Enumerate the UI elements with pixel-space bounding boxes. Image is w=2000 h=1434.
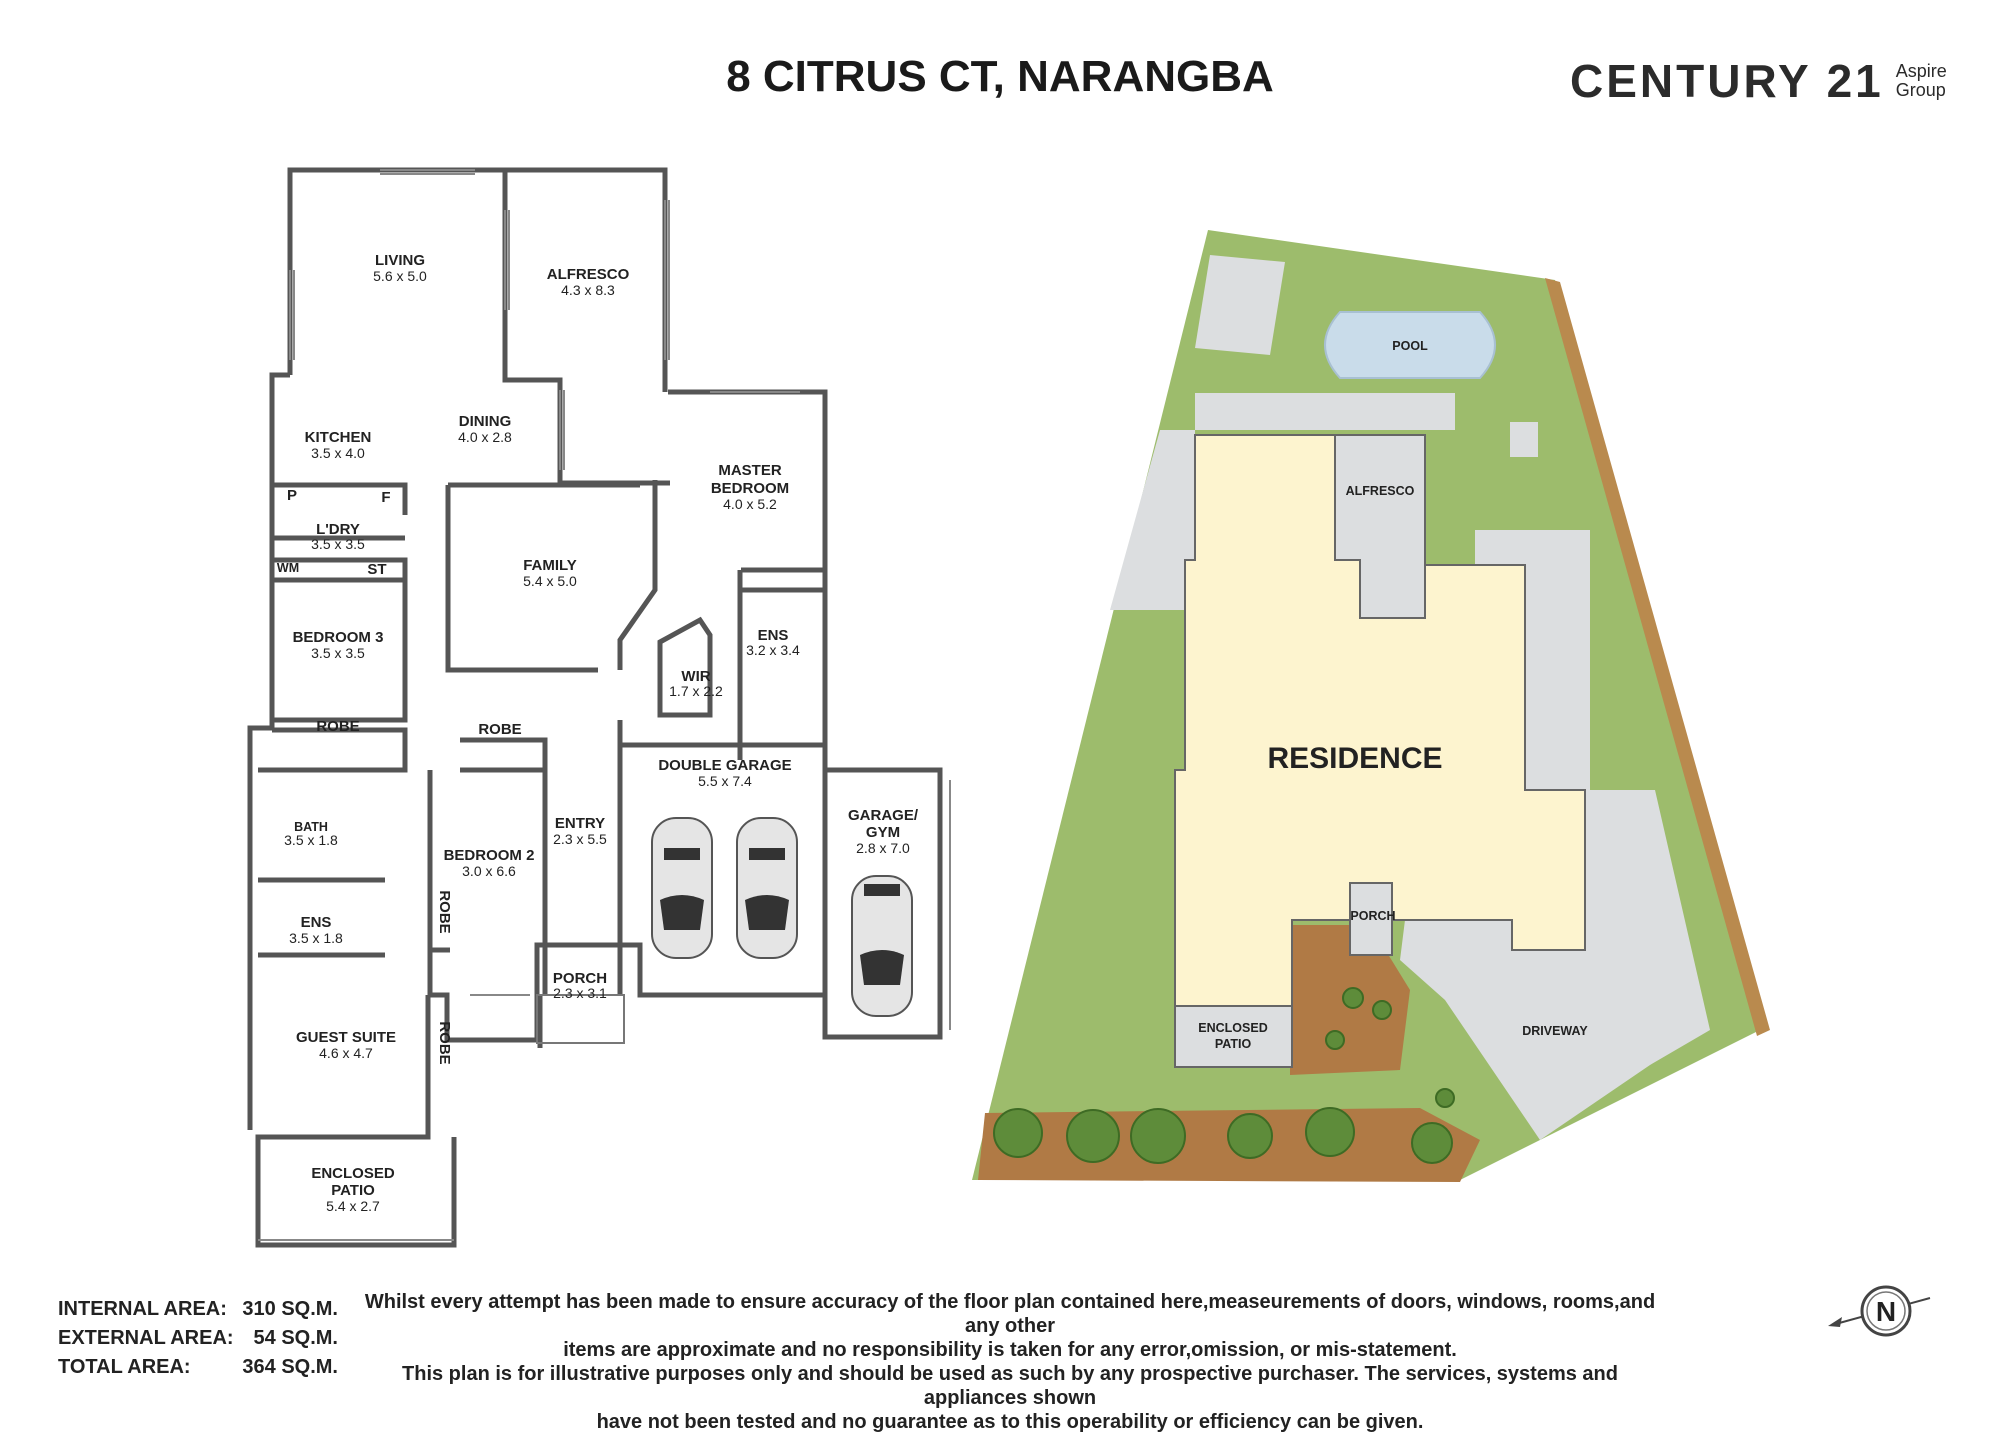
porch-steps — [536, 994, 625, 1044]
room-bath-dim: 3.5 x 1.8 — [284, 832, 338, 848]
room-kitchen-name: KITCHEN — [305, 429, 372, 446]
site-driveway-label: DRIVEWAY — [1522, 1024, 1588, 1038]
area-row-internal: INTERNAL AREA: 310 SQ.M. — [58, 1295, 338, 1324]
room-family-dim: 5.4 x 5.0 — [523, 573, 577, 589]
pool — [1324, 311, 1496, 379]
room-laundry-dim: 3.5 x 3.5 — [311, 536, 365, 552]
room-dining-dim: 4.0 x 2.8 — [458, 429, 512, 445]
room-ens1-dim: 3.2 x 3.4 — [746, 642, 800, 658]
room-pantry-name: P — [287, 487, 297, 504]
disclaimer-line: Whilst every attempt has been made to en… — [364, 1291, 1656, 1337]
room-patio-dim: 5.4 x 2.7 — [326, 1198, 380, 1214]
room-family-name: FAMILY — [523, 557, 577, 574]
room-bed3-dim: 3.5 x 3.5 — [311, 645, 365, 661]
area-label: EXTERNAL AREA: — [58, 1327, 234, 1349]
site-porch-label: PORCH — [1350, 909, 1395, 923]
room-porch-dim: 2.3 x 3.1 — [553, 985, 607, 1001]
brand-sub-line2: Group — [1895, 80, 1946, 100]
room-master-name1: MASTER — [718, 462, 782, 479]
room-patio-name1: ENCLOSED — [311, 1165, 395, 1182]
site-residence-label: RESIDENCE — [1267, 742, 1442, 775]
room-porch-name: PORCH — [553, 970, 607, 987]
area-row-total: TOTAL AREA: 364 SQ.M. — [58, 1353, 338, 1382]
room-patio-name2: PATIO — [331, 1182, 375, 1199]
room-bed3-name: BEDROOM 3 — [293, 629, 384, 646]
area-value: 54 SQ.M. — [253, 1327, 338, 1349]
room-dgarage-name: DOUBLE GARAGE — [658, 757, 791, 774]
site-alfresco-label: ALFRESCO — [1346, 484, 1415, 498]
car-windows — [660, 848, 904, 985]
site-patio-label2: PATIO — [1215, 1037, 1252, 1051]
site-alfresco — [1334, 434, 1426, 619]
room-alfresco-dim: 4.3 x 8.3 — [561, 282, 615, 298]
area-row-external: EXTERNAL AREA: 54 SQ.M. — [58, 1324, 338, 1353]
disclaimer-line: items are approximate and no responsibil… — [563, 1339, 1457, 1361]
room-ens2-dim: 3.5 x 1.8 — [289, 930, 343, 946]
room-guest-dim: 4.6 x 4.7 — [319, 1045, 373, 1061]
area-label: TOTAL AREA: — [58, 1356, 191, 1378]
room-robe3-name: ROBE — [436, 890, 453, 933]
room-wir-dim: 1.7 x 2.2 — [669, 683, 723, 699]
room-kitchen-dim: 3.5 x 4.0 — [311, 445, 365, 461]
site-labels: POOL ALFRESCO RESIDENCE PORCH ENCLOSED P… — [1198, 339, 1588, 1051]
site-patio-label1: ENCLOSED — [1198, 1021, 1267, 1035]
room-master-dim: 4.0 x 5.2 — [723, 496, 777, 512]
brand-subtitle: Aspire Group — [1896, 62, 1947, 100]
room-labels: LIVING 5.6 x 5.0 ALFRESCO 4.3 x 8.3 KITC… — [277, 252, 919, 1214]
area-value: 310 SQ.M. — [242, 1298, 338, 1320]
room-laundry-name: L'DRY — [316, 521, 360, 538]
room-gym-name1: GARAGE/ — [848, 807, 919, 824]
site-porch — [1349, 882, 1393, 956]
room-dining-name: DINING — [459, 413, 512, 430]
room-living-name: LIVING — [375, 252, 425, 269]
room-robe1-name: ROBE — [316, 718, 359, 735]
area-value: 364 SQ.M. — [242, 1356, 338, 1378]
trees — [993, 987, 1455, 1164]
room-st-name: ST — [367, 561, 386, 578]
room-bath-name: BATH — [294, 820, 328, 834]
room-guest-name: GUEST SUITE — [296, 1029, 396, 1046]
windows — [258, 169, 951, 1241]
room-ens1-name: ENS — [758, 627, 789, 644]
site-pool-label: POOL — [1392, 339, 1428, 353]
room-fridge-name: F — [381, 489, 390, 506]
room-robe4-name: ROBE — [436, 1021, 453, 1064]
room-wm-name: WM — [277, 561, 299, 575]
property-address-title: 8 CITRUS CT, NARANGBA — [726, 52, 1274, 101]
compass-letter: N — [1876, 1296, 1896, 1327]
room-entry-name: ENTRY — [555, 815, 605, 832]
area-summary: INTERNAL AREA: 310 SQ.M. EXTERNAL AREA: … — [58, 1295, 338, 1382]
brand-logo: CENTURY 21 Aspire Group — [1570, 55, 1947, 107]
room-ens2-name: ENS — [301, 914, 332, 931]
room-dgarage-dim: 5.5 x 7.4 — [698, 773, 752, 789]
room-master-name2: BEDROOM — [711, 480, 789, 497]
north-compass-icon: N — [1828, 1285, 1931, 1337]
boundary-hedge — [1545, 278, 1770, 1036]
room-living-dim: 5.6 x 5.0 — [373, 268, 427, 284]
room-entry-dim: 2.3 x 5.5 — [553, 831, 607, 847]
room-gym-name2: GYM — [866, 824, 900, 841]
brand-name: CENTURY 21 — [1570, 55, 1884, 107]
site-enclosed-patio — [1174, 1005, 1293, 1068]
room-bed2-name: BEDROOM 2 — [444, 847, 535, 864]
disclaimer-text: Whilst every attempt has been made to en… — [360, 1290, 1660, 1434]
room-alfresco-name: ALFRESCO — [547, 266, 630, 283]
room-wir-name: WIR — [681, 668, 710, 685]
brand-sub-line1: Aspire — [1895, 61, 1947, 81]
room-robe2-name: ROBE — [478, 721, 521, 738]
disclaimer-line: This plan is for illustrative purposes o… — [402, 1363, 1618, 1409]
room-gym-dim: 2.8 x 7.0 — [856, 840, 910, 856]
area-label: INTERNAL AREA: — [58, 1298, 227, 1320]
room-bed2-dim: 3.0 x 6.6 — [462, 863, 516, 879]
